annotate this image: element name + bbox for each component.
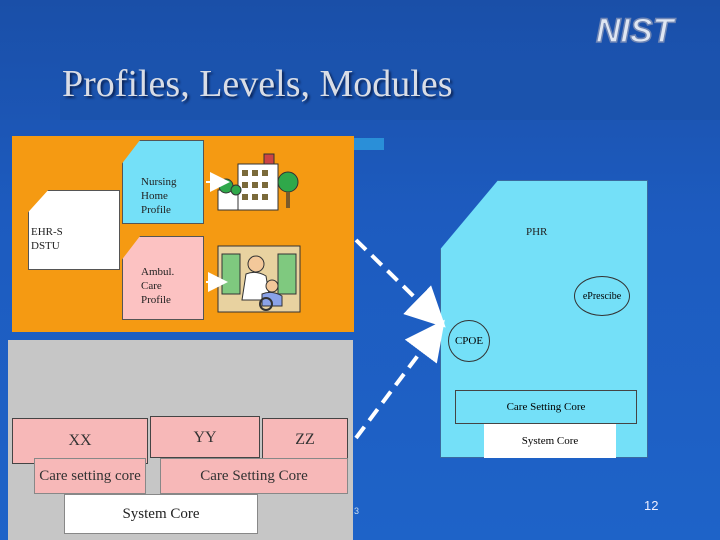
ambulatory-care-clinic-icon bbox=[217, 245, 301, 313]
care-setting-core-right[interactable]: Care Setting Core bbox=[455, 390, 637, 424]
ehrs-dstu-label: EHR-S DSTU bbox=[31, 226, 63, 252]
cpoe-module[interactable]: CPOE bbox=[448, 320, 490, 362]
ehrs-dstu-document[interactable]: EHR-S DSTU bbox=[28, 190, 120, 270]
nist-logo: NIST bbox=[595, 11, 677, 48]
level-to-cpoe-arrow bbox=[354, 319, 445, 440]
slide-number-small: 3 bbox=[354, 506, 360, 516]
ambul-care-profile-document[interactable]: Ambul. Care Profile bbox=[122, 236, 204, 320]
system-core-left[interactable]: System Core bbox=[64, 494, 258, 534]
nursing-home-building-icon bbox=[217, 153, 299, 211]
slide-number: 12 bbox=[644, 498, 659, 513]
eprescribe-module[interactable]: ePrescibe bbox=[574, 276, 630, 316]
phr-label: PHR bbox=[526, 226, 548, 238]
profile-to-cpoe-arrow bbox=[354, 238, 446, 328]
nursing-home-profile-label: Nursing Home Profile bbox=[141, 176, 177, 216]
care-setting-core-mid[interactable]: Care Setting Core bbox=[160, 458, 348, 494]
yy-module[interactable]: YY bbox=[150, 416, 260, 458]
slide-title: Profiles, Levels, Modules bbox=[62, 63, 453, 105]
title-band bbox=[60, 60, 720, 120]
nist-logo-text: NIST bbox=[596, 12, 677, 48]
system-core-right[interactable]: System Core bbox=[484, 424, 616, 458]
nursing-home-profile-document[interactable]: Nursing Home Profile bbox=[122, 140, 204, 224]
ambul-care-profile-label: Ambul. Care Profile bbox=[141, 266, 175, 306]
care-setting-core-left[interactable]: Care setting core bbox=[34, 458, 146, 494]
